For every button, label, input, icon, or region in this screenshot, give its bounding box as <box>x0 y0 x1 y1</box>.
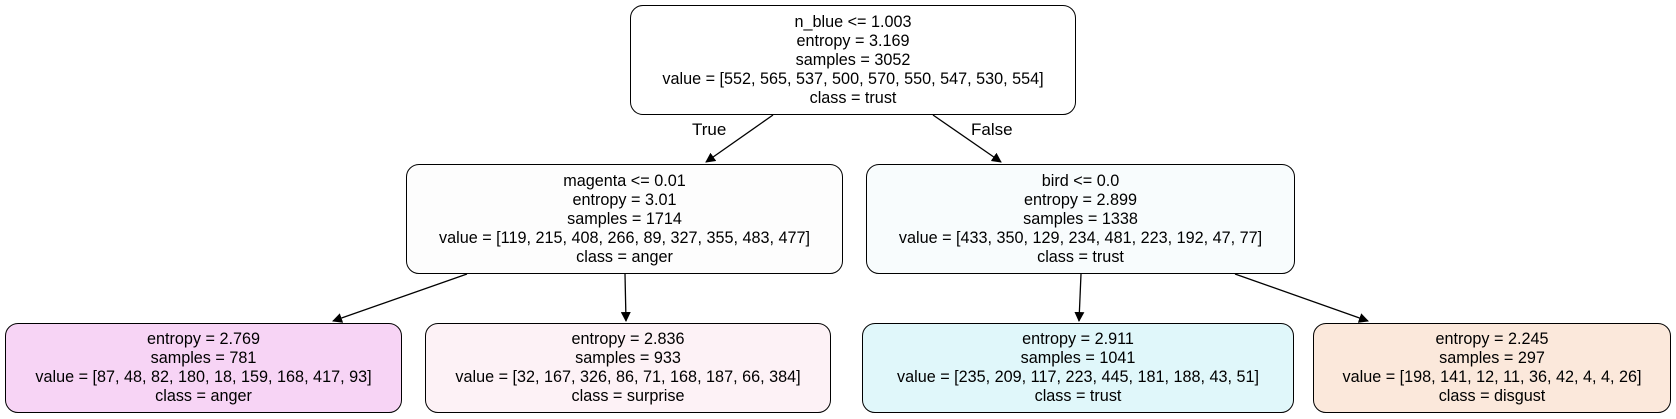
node-class: class = surprise <box>571 387 685 405</box>
node-entropy: entropy = 2.911 <box>1022 330 1134 348</box>
node-split-condition: bird <= 0.0 <box>1041 171 1120 190</box>
tree-leaf-3: entropy = 2.911 samples = 1041 value = [… <box>862 323 1294 413</box>
node-value: value = [119, 215, 408, 266, 89, 327, 35… <box>439 228 810 247</box>
edge-left-to-leaf-1 <box>332 273 468 323</box>
edge-label-false: False <box>971 120 1013 139</box>
edge-left-to-leaf-2 <box>620 273 631 322</box>
tree-leaf-2: entropy = 2.836 samples = 933 value = [3… <box>425 323 831 413</box>
edge-root-to-right <box>932 114 1002 163</box>
node-entropy: entropy = 2.769 <box>147 330 260 348</box>
node-class: class = disgust <box>1438 387 1546 405</box>
node-split-condition: n_blue <= 1.003 <box>794 12 912 31</box>
node-samples: samples = 3052 <box>795 50 911 69</box>
node-split-condition: magenta <= 0.01 <box>563 171 686 190</box>
node-samples: samples = 297 <box>1439 349 1545 367</box>
node-entropy: entropy = 2.899 <box>1024 190 1137 209</box>
node-class: class = anger <box>576 247 673 266</box>
node-entropy: entropy = 2.836 <box>571 330 685 348</box>
tree-leaf-4: entropy = 2.245 samples = 297 value = [1… <box>1313 323 1671 413</box>
node-samples: samples = 1338 <box>1023 209 1138 228</box>
node-class: class = anger <box>155 387 252 405</box>
node-value: value = [552, 565, 537, 500, 570, 550, 5… <box>662 69 1044 88</box>
node-class: class = trust <box>1037 247 1124 266</box>
node-class: class = trust <box>809 88 897 107</box>
edge-right-to-leaf-4 <box>1234 273 1369 323</box>
node-samples: samples = 1714 <box>567 209 682 228</box>
node-samples: samples = 1041 <box>1020 349 1136 367</box>
node-samples: samples = 933 <box>575 349 681 367</box>
node-value: value = [198, 141, 12, 11, 36, 42, 4, 4,… <box>1342 368 1642 386</box>
tree-node-root: n_blue <= 1.003 entropy = 3.169 samples … <box>630 5 1076 115</box>
tree-node-left: magenta <= 0.01 entropy = 3.01 samples =… <box>406 164 843 274</box>
tree-node-right: bird <= 0.0 entropy = 2.899 samples = 13… <box>866 164 1295 274</box>
tree-leaf-1: entropy = 2.769 samples = 781 value = [8… <box>5 323 402 413</box>
node-value: value = [32, 167, 326, 86, 71, 168, 187,… <box>455 368 801 386</box>
node-value: value = [433, 350, 129, 234, 481, 223, 1… <box>898 228 1263 247</box>
edge-right-to-leaf-3 <box>1074 273 1085 322</box>
node-value: value = [87, 48, 82, 180, 18, 159, 168, … <box>35 368 372 386</box>
node-value: value = [235, 209, 117, 223, 445, 181, 1… <box>897 368 1259 386</box>
node-entropy: entropy = 2.245 <box>1435 330 1549 348</box>
edge-label-true: True <box>692 120 727 139</box>
node-class: class = trust <box>1034 387 1122 405</box>
node-entropy: entropy = 3.169 <box>796 31 910 50</box>
node-samples: samples = 781 <box>150 349 257 367</box>
node-entropy: entropy = 3.01 <box>572 190 677 209</box>
edge-root-to-left <box>705 114 774 163</box>
